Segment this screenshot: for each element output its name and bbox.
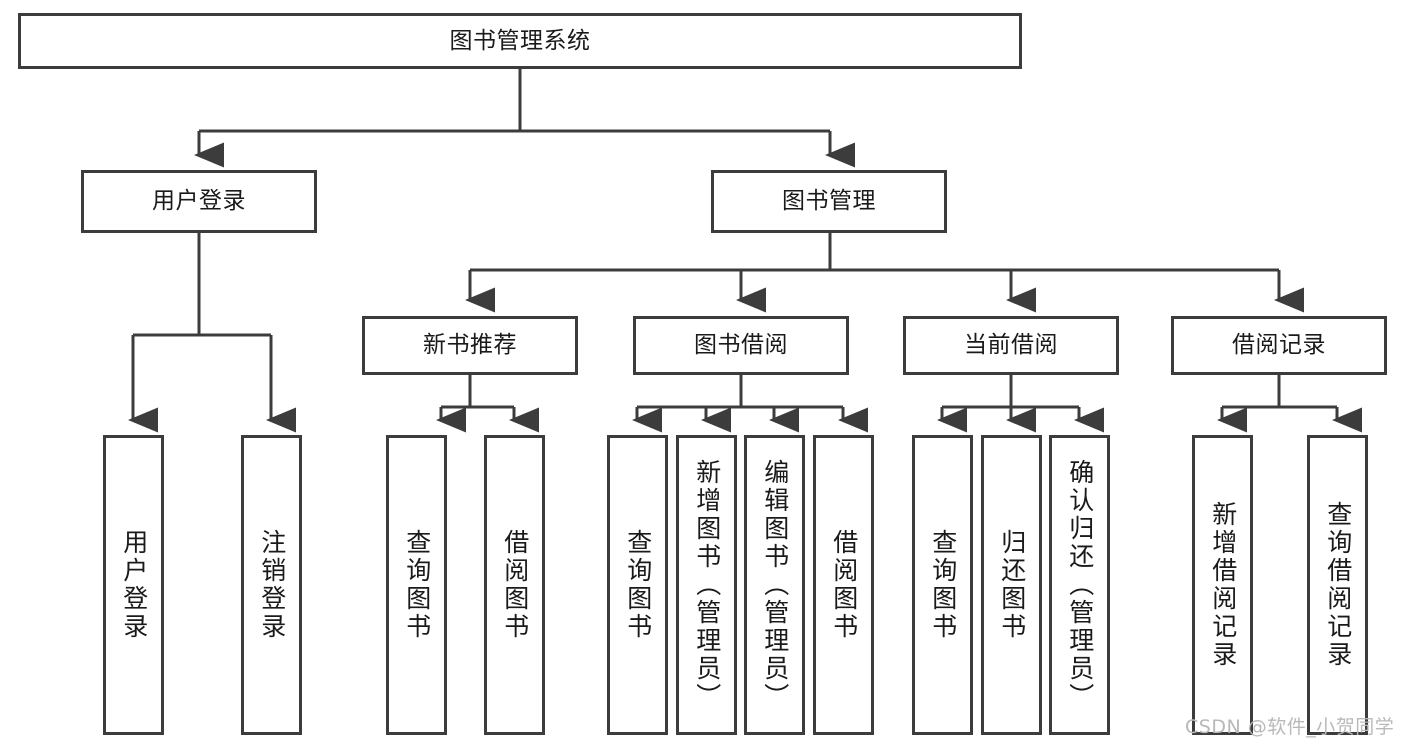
node-label: 查询图书 bbox=[928, 529, 958, 641]
node-label: 编辑图书（管理员） bbox=[760, 459, 790, 711]
node-new-book-recommend[interactable]: 新书推荐 bbox=[362, 316, 578, 375]
node-leaf-query-book-1[interactable]: 查询图书 bbox=[386, 435, 447, 735]
node-leaf-query-book-3[interactable]: 查询图书 bbox=[912, 435, 973, 735]
node-leaf-edit-book[interactable]: 编辑图书（管理员） bbox=[744, 435, 805, 735]
node-leaf-confirm-return[interactable]: 确认归还（管理员） bbox=[1049, 435, 1110, 735]
node-label: 图书管理系统 bbox=[449, 27, 591, 54]
node-borrow-record[interactable]: 借阅记录 bbox=[1171, 316, 1387, 375]
node-book-management[interactable]: 图书管理 bbox=[711, 170, 947, 233]
node-label: 查询图书 bbox=[623, 529, 653, 641]
node-label: 归还图书 bbox=[997, 529, 1027, 641]
node-leaf-add-book[interactable]: 新增图书（管理员） bbox=[676, 435, 737, 735]
node-label: 查询图书 bbox=[402, 529, 432, 641]
node-label: 新增图书（管理员） bbox=[692, 459, 722, 711]
node-label: 新增借阅记录 bbox=[1208, 501, 1238, 669]
node-leaf-user-logout[interactable]: 注销登录 bbox=[241, 435, 302, 735]
node-label: 确认归还（管理员） bbox=[1065, 459, 1095, 711]
node-label: 图书借阅 bbox=[694, 332, 788, 359]
node-label: 当前借阅 bbox=[964, 332, 1058, 359]
node-user-login[interactable]: 用户登录 bbox=[81, 170, 317, 233]
node-label: 图书管理 bbox=[782, 188, 876, 215]
node-current-borrow[interactable]: 当前借阅 bbox=[903, 316, 1119, 375]
node-leaf-query-book-2[interactable]: 查询图书 bbox=[607, 435, 668, 735]
watermark-text: CSDN @软件_小贺同学 bbox=[1185, 716, 1395, 738]
node-leaf-borrow-book-2[interactable]: 借阅图书 bbox=[813, 435, 874, 735]
node-leaf-return-book[interactable]: 归还图书 bbox=[981, 435, 1042, 735]
node-label: 用户登录 bbox=[152, 188, 246, 215]
node-label: 借阅图书 bbox=[500, 529, 530, 641]
node-book-borrow[interactable]: 图书借阅 bbox=[633, 316, 849, 375]
node-leaf-user-login[interactable]: 用户登录 bbox=[103, 435, 164, 735]
node-label: 新书推荐 bbox=[423, 332, 517, 359]
node-leaf-query-record[interactable]: 查询借阅记录 bbox=[1307, 435, 1368, 735]
node-label: 注销登录 bbox=[257, 529, 287, 641]
node-label: 借阅图书 bbox=[829, 529, 859, 641]
node-label: 借阅记录 bbox=[1232, 332, 1326, 359]
node-root-system[interactable]: 图书管理系统 bbox=[18, 13, 1022, 69]
node-label: 用户登录 bbox=[119, 529, 149, 641]
node-leaf-borrow-book-1[interactable]: 借阅图书 bbox=[484, 435, 545, 735]
node-leaf-add-record[interactable]: 新增借阅记录 bbox=[1192, 435, 1253, 735]
node-label: 查询借阅记录 bbox=[1323, 501, 1353, 669]
